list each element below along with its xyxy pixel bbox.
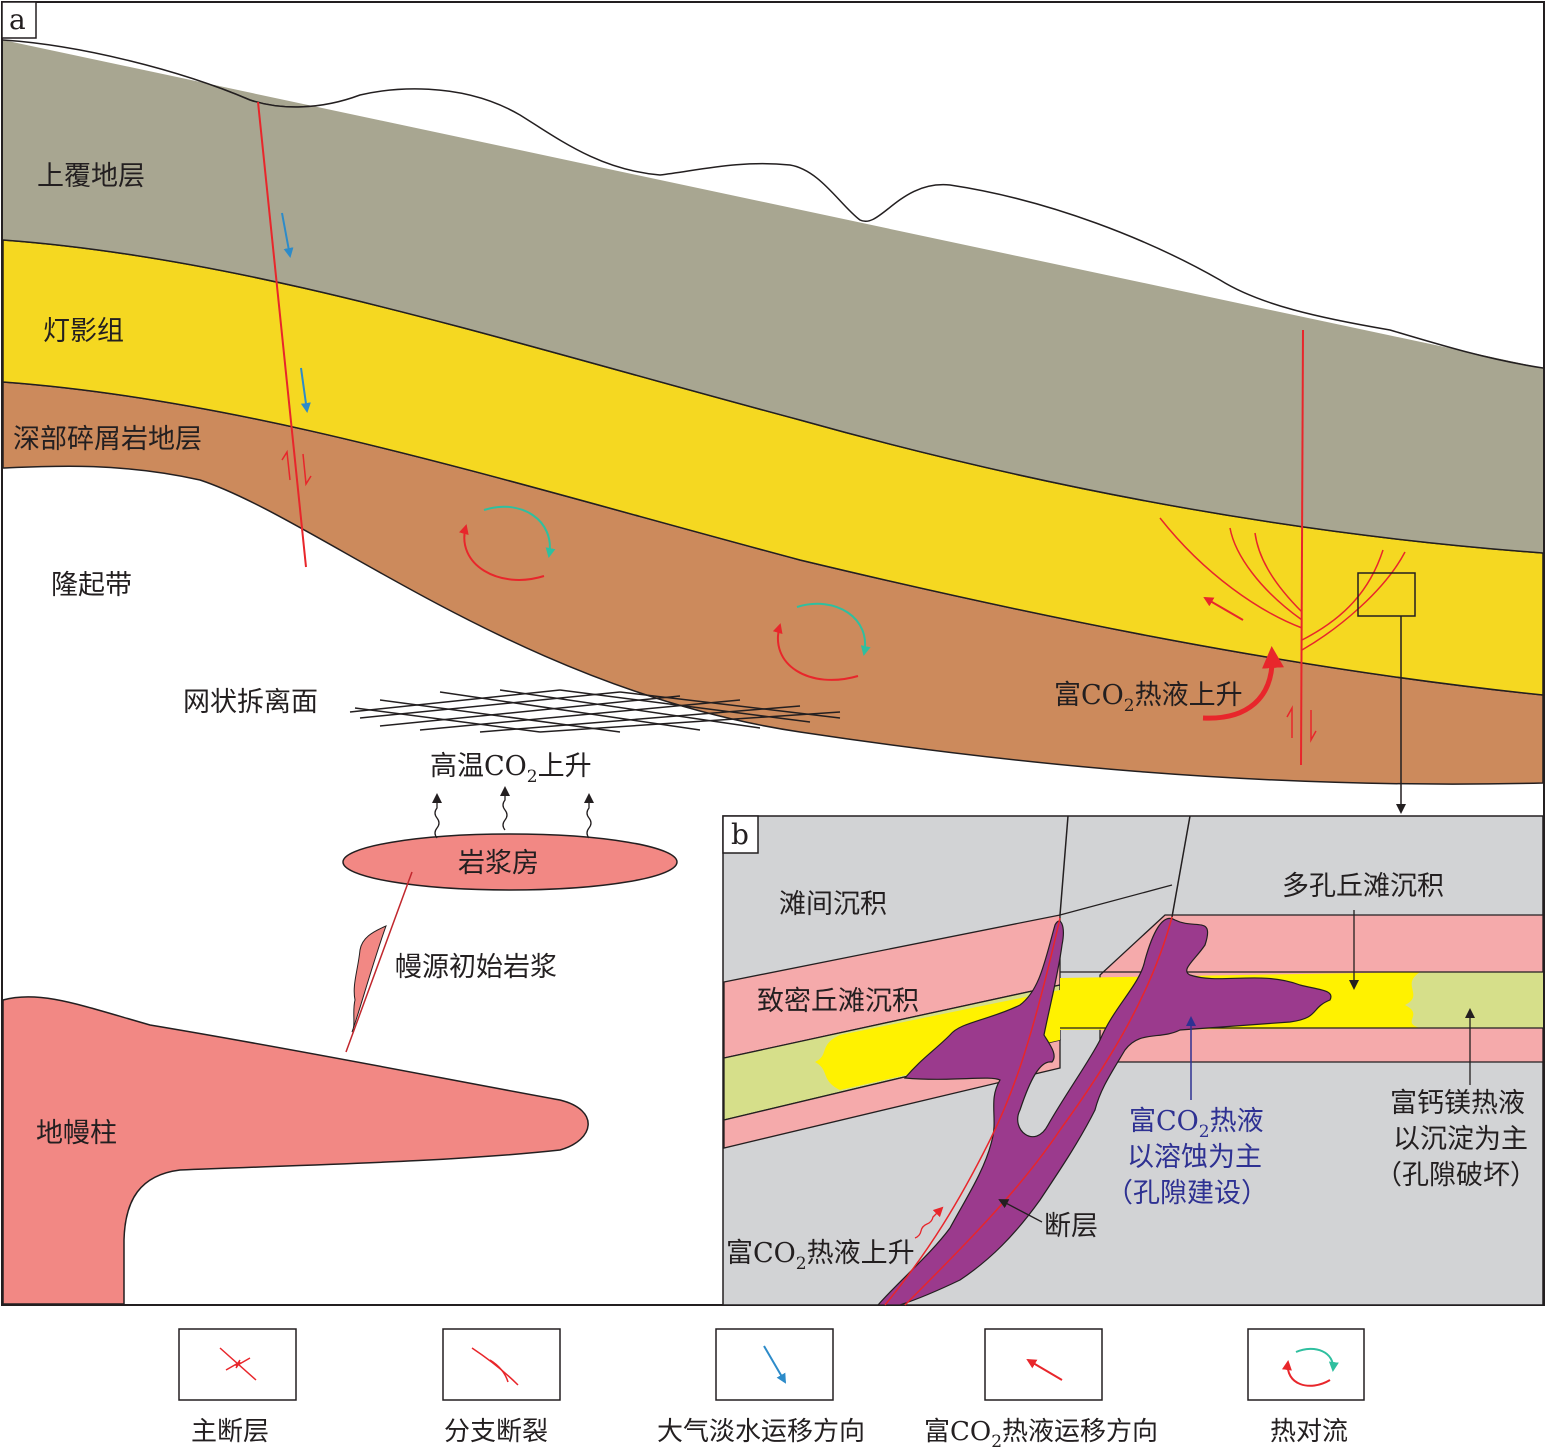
label-interbank: 滩间沉积 — [779, 889, 887, 920]
convection-icon — [1282, 1347, 1339, 1387]
branch-faults-right — [1159, 517, 1406, 651]
fluid-arrow-small — [1203, 596, 1244, 621]
panel-a-tag: a — [9, 3, 26, 36]
label-clastic: 深部碎屑岩地层 — [13, 424, 202, 455]
legend-meteoric-label: 大气淡水运移方向 — [657, 1417, 865, 1447]
magma-chamber — [342, 833, 678, 891]
camg-right — [1390, 972, 1543, 1028]
legend-main-fault: 主断层 — [178, 1328, 297, 1447]
co2-fluid-arrow-icon — [1026, 1358, 1063, 1381]
label-co2-fluid-line3: （孔隙建设） — [1106, 1178, 1268, 1209]
panel-b-tag: b — [731, 818, 749, 851]
mantle-plume — [2, 996, 589, 1305]
label-fault: 断层 — [1044, 1211, 1098, 1242]
main-fault-left — [257, 101, 307, 568]
fault-block-top — [1059, 884, 1173, 916]
overburden-fill — [3, 40, 1543, 553]
legend-meteoric: 大气淡水运移方向 — [657, 1328, 865, 1447]
legend-co2-fluid-label: 富CO2热液运移方向 — [924, 1417, 1158, 1451]
legend-main-fault-label: 主断层 — [191, 1417, 269, 1447]
main-fault-icon — [219, 1347, 257, 1381]
branch-fault-icon — [471, 1347, 519, 1386]
label-co2-fluid-line2: 以溶蚀为主 — [1127, 1142, 1262, 1173]
legend-branch-fault: 分支断裂 — [442, 1328, 561, 1447]
fluid-rise-squiggle — [914, 1206, 944, 1239]
panel-b: b 滩间沉积 多孔丘滩沉积 致密丘滩沉积 富CO2热液 以溶蚀为主 （孔隙建设）… — [722, 815, 1544, 1306]
detachment-grid — [349, 689, 841, 733]
label-magma-chamber: 岩浆房 — [458, 848, 539, 879]
label-detachment: 网状拆离面 — [183, 687, 318, 718]
legend: 主断层 分支断裂 大气淡水运移方向 富CO2热液运移方向 热 — [178, 1328, 1365, 1452]
co2-fluid-body — [876, 917, 1332, 1306]
magma-dike — [345, 871, 413, 1053]
legend-branch-fault-label: 分支断裂 — [444, 1417, 548, 1447]
label-porous-bank: 多孔丘滩沉积 — [1282, 871, 1444, 902]
zoom-box — [1357, 572, 1416, 617]
label-dense-bank: 致密丘滩沉积 — [757, 986, 919, 1017]
label-camg-line1: 富钙镁热液 — [1390, 1088, 1525, 1119]
label-uplift: 隆起带 — [51, 570, 132, 601]
label-fluid-rise-b: 富CO2热液上升 — [726, 1238, 915, 1274]
panel-a-tag-box — [1, 1, 37, 39]
sky-fill — [3, 3, 1543, 368]
panel-b-tag-box — [722, 815, 759, 854]
legend-co2-fluid: 富CO2热液运移方向 — [924, 1328, 1158, 1452]
meteoric-arrow-1 — [281, 212, 294, 258]
convection-loop-2 — [772, 602, 871, 681]
pointer-fault — [998, 1199, 1043, 1223]
fault-trace-1 — [1059, 815, 1069, 916]
label-co2-fluid-line1: 富CO2热液 — [1129, 1106, 1264, 1142]
label-mantle-magma: 幔源初始岩浆 — [395, 952, 557, 983]
label-overburden: 上覆地层 — [37, 161, 145, 192]
panel-a: a 上覆地层 灯影组 深部碎屑岩地层 隆起带 网状拆离面 高温CO2上升 岩浆房… — [1, 1, 1545, 1306]
red-fault-b-1 — [884, 917, 1061, 1306]
mantle-magma-blob — [351, 925, 387, 1033]
label-mantle-plume: 地幔柱 — [36, 1118, 117, 1149]
label-camg-line3: （孔隙破坏） — [1375, 1160, 1537, 1191]
label-dengying: 灯影组 — [43, 316, 124, 347]
legend-convection: 热对流 — [1247, 1328, 1365, 1447]
topography-line — [2, 39, 1544, 369]
label-camg-line2: 以沉淀为主 — [1393, 1124, 1528, 1155]
fault-offset-arrows-right — [1286, 705, 1317, 743]
main-fault-right — [1300, 329, 1304, 766]
label-fluid-rise-a: 富CO2热液上升 — [1054, 680, 1243, 716]
meteoric-arrow-2 — [300, 367, 311, 413]
fault-trace-2 — [1171, 815, 1191, 918]
fault-offset-arrows-left — [281, 449, 312, 487]
fluid-rise-big-arrow — [1202, 646, 1284, 721]
legend-convection-label: 热对流 — [1270, 1417, 1348, 1447]
meteoric-arrow-icon — [763, 1345, 787, 1384]
label-co2-rise: 高温CO2上升 — [430, 751, 592, 787]
co2-rise-arrows — [432, 786, 594, 839]
red-fault-b-2 — [904, 916, 1173, 1306]
convection-loop-1 — [459, 505, 556, 581]
